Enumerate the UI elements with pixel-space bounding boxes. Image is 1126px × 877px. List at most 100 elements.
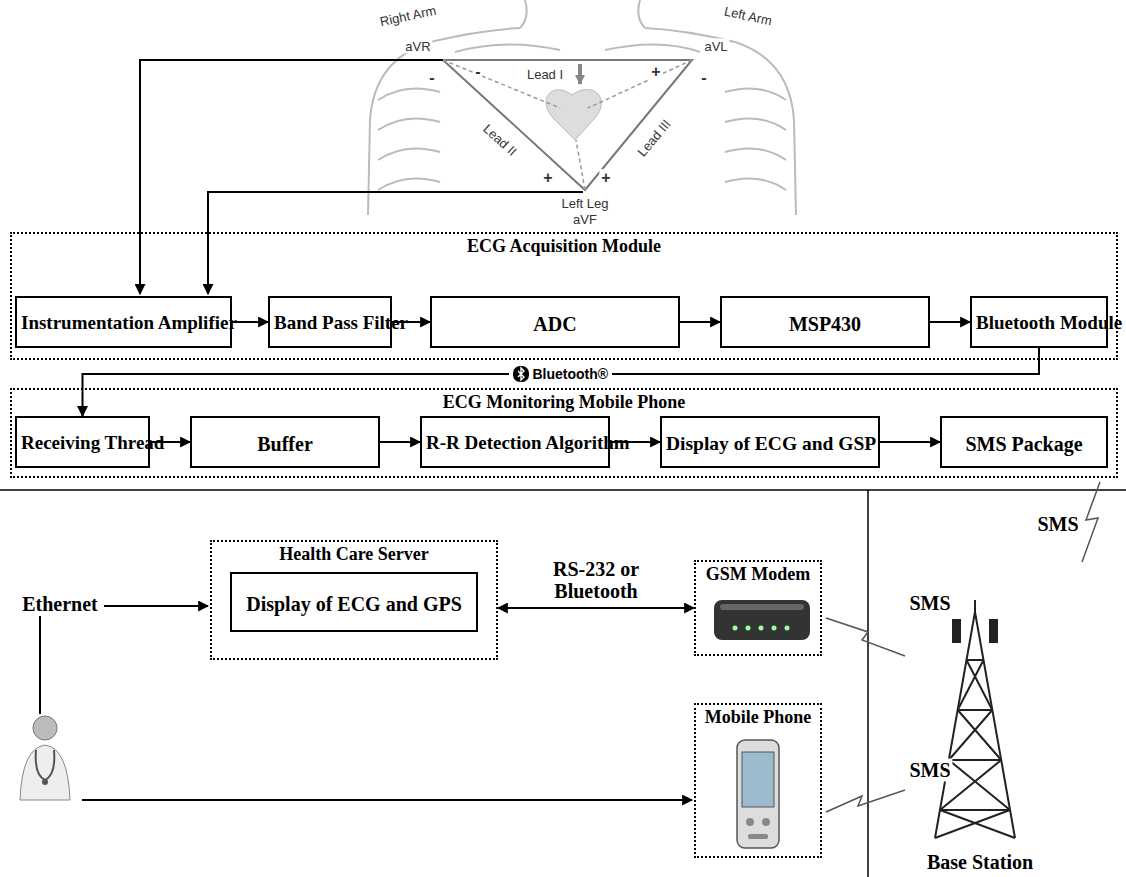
illustration-part (746, 626, 751, 631)
link-label: SMS (1035, 513, 1080, 536)
illustration-part (990, 620, 997, 642)
illustration-part (826, 790, 905, 812)
body-label: Left Leg (560, 196, 611, 211)
process-box: Receiving Thread (15, 416, 150, 468)
illustration-part (378, 148, 440, 160)
modem-icon (714, 600, 810, 640)
illustration-part (378, 178, 440, 190)
sms-bolt (826, 482, 1100, 812)
process-box: SMS Package (940, 416, 1108, 468)
illustration-part (742, 752, 774, 807)
base-station-tower (935, 600, 1015, 838)
heart-shape (546, 89, 601, 140)
process-box: MSP430 (720, 296, 930, 348)
connector-arrow (232, 321, 268, 323)
illustration-part (746, 818, 754, 826)
box-label: Buffer (253, 430, 317, 455)
separator-line (867, 490, 869, 877)
lead-name: Lead III (633, 115, 675, 161)
illustration-part (935, 660, 1015, 838)
illustration-part (605, 44, 700, 52)
process-box: Band Pass Filter (268, 296, 392, 348)
polarity-sign: + (649, 63, 662, 81)
illustration-part (378, 118, 440, 130)
body-label: Left Arm (721, 3, 775, 29)
group-heading: GSM Modem (696, 562, 820, 585)
phone-icon (737, 740, 779, 848)
module-group: ECG Monitoring Mobile PhoneReceiving Thr… (10, 388, 1118, 478)
polarity-sign: + (541, 169, 554, 187)
polarity-sign: - (699, 69, 708, 87)
group-heading: Mobile Phone (696, 705, 820, 728)
lead-arrow (578, 64, 582, 84)
connector-arrow (610, 441, 660, 443)
box-label: MSP430 (785, 310, 865, 335)
process-box: Display of ECG and GSP (660, 416, 880, 468)
illustration-part (785, 626, 790, 631)
separator-line (0, 489, 1126, 491)
illustration-part (368, 28, 520, 215)
illustration-part (20, 745, 70, 800)
group-heading: Health Care Server (212, 542, 496, 565)
process-box: Instrumentation Amplifier (15, 296, 232, 348)
lead-name: aVR (403, 39, 432, 54)
illustration-part (33, 716, 57, 740)
ethernet-arrow (104, 605, 208, 607)
illustration-part (748, 834, 768, 839)
station-label: Base Station (925, 851, 1035, 874)
illustration-part (638, 0, 645, 28)
einthoven-triangle (443, 60, 692, 190)
process-box: ADC (430, 296, 680, 348)
illustration-part (725, 148, 786, 160)
axis-lines (443, 60, 692, 190)
edge-label: RS-232 or Bluetooth (553, 558, 639, 602)
connector-arrow (392, 321, 430, 323)
illustration-part (974, 600, 976, 612)
illustration-part (720, 604, 804, 610)
box-label: ADC (529, 310, 580, 335)
process-box: Buffer (190, 416, 380, 468)
lead-name: aVL (702, 39, 729, 54)
lead-name: aVF (571, 212, 599, 227)
edge-label-patch: RS-232 or Bluetooth (511, 558, 681, 602)
process-box: Bluetooth Module (970, 296, 1108, 348)
illustration-part (953, 620, 960, 642)
illustration-part (762, 818, 770, 826)
body-label: Right Arm (377, 2, 440, 29)
illustration-part (940, 660, 1010, 810)
illustration-part (1082, 482, 1100, 562)
illustration-part (714, 600, 810, 640)
box-label: SMS Package (961, 430, 1086, 455)
box-label: Instrumentation Amplifier (17, 310, 230, 334)
connector-arrow (930, 321, 970, 323)
illustration-part (36, 750, 55, 780)
process-box: Display of ECG and GPS (230, 572, 478, 632)
illustration-part (826, 618, 905, 656)
box-label: Bluetooth Module (972, 310, 1106, 334)
module-group: Health Care ServerDisplay of ECG and GPS (210, 540, 498, 660)
box-label: Display of ECG and GPS (242, 590, 466, 615)
network-label: Ethernet (20, 593, 100, 616)
illustration-part (455, 44, 560, 52)
polarity-sign: - (473, 63, 482, 81)
polarity-sign: - (427, 69, 436, 87)
illustration-part (772, 626, 777, 631)
doctor-icon (20, 716, 70, 800)
connector-arrow (150, 441, 190, 443)
lead-name: Lead I (525, 67, 565, 82)
logo-rune (518, 368, 524, 380)
edge-label-patch: Bluetooth® (509, 366, 612, 382)
link-label: SMS (907, 592, 952, 615)
device-box: GSM Modem (694, 560, 822, 656)
connector-arrow (498, 607, 694, 609)
electrode-wire (140, 60, 443, 294)
illustration-part (725, 178, 786, 190)
illustration-part (378, 88, 440, 100)
device-box: Mobile Phone (694, 703, 822, 858)
group-heading: ECG Acquisition Module (12, 234, 1116, 257)
connector-arrow (880, 441, 940, 443)
illustration-part (520, 0, 527, 28)
box-label: Display of ECG and GSP (662, 430, 878, 454)
illustration-part (725, 118, 786, 130)
illustration-part (588, 60, 692, 108)
